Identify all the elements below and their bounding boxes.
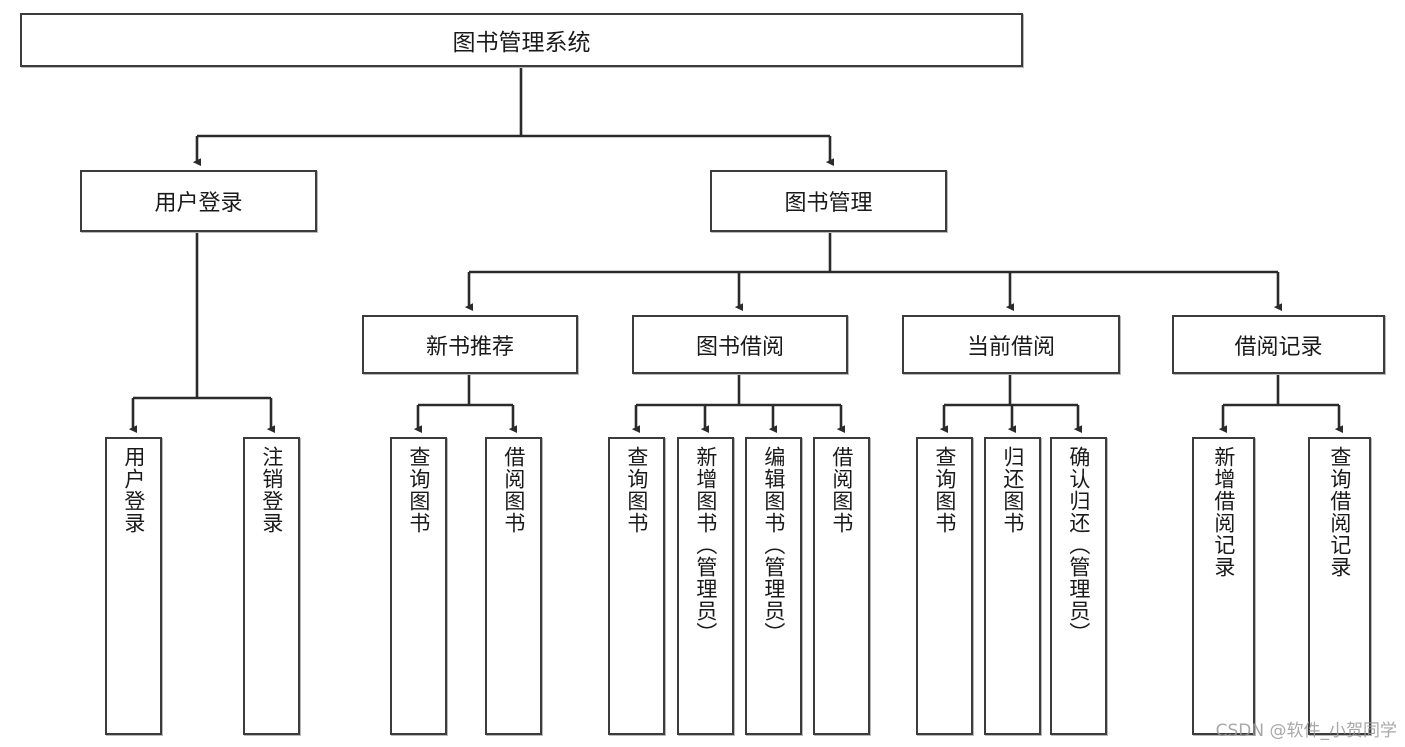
- leaf-label: 归还图书: [1000, 446, 1025, 534]
- leaf-edit-book-admin[interactable]: 编辑图书（管理员）: [745, 437, 802, 735]
- leaf-query-borrow-record[interactable]: 查询借阅记录: [1308, 437, 1371, 735]
- leaf-add-book-admin[interactable]: 新增图书（管理员）: [677, 437, 734, 735]
- leaf-label: 查询借阅记录: [1327, 446, 1352, 578]
- leaf-borrow-book-recommend[interactable]: 借阅图书: [485, 437, 542, 735]
- leaf-user-login[interactable]: 用户登录: [105, 437, 162, 735]
- node-borrow-record[interactable]: 借阅记录: [1172, 315, 1385, 374]
- watermark-text: CSDN @软件_小贺同学: [1215, 721, 1397, 741]
- node-book-borrow[interactable]: 图书借阅: [632, 315, 848, 374]
- node-book-management[interactable]: 图书管理: [710, 170, 947, 232]
- leaf-label: 查询图书: [406, 446, 431, 534]
- leaf-return-book[interactable]: 归还图书: [984, 437, 1041, 735]
- leaf-label: 编辑图书（管理员）: [761, 446, 786, 644]
- leaf-query-book-borrow[interactable]: 查询图书: [608, 437, 665, 735]
- leaf-label: 用户登录: [121, 446, 146, 534]
- leaf-label: 新增借阅记录: [1211, 446, 1236, 578]
- leaf-borrow-book[interactable]: 借阅图书: [813, 437, 870, 735]
- leaf-label: 确认归还（管理员）: [1066, 446, 1091, 644]
- leaf-query-book-current[interactable]: 查询图书: [916, 437, 973, 735]
- leaf-label: 新增图书（管理员）: [693, 446, 718, 644]
- leaf-label: 注销登录: [259, 446, 284, 534]
- node-new-book-recommend[interactable]: 新书推荐: [362, 315, 578, 374]
- node-root-system[interactable]: 图书管理系统: [20, 13, 1023, 67]
- leaf-label: 借阅图书: [829, 446, 854, 534]
- leaf-label: 查询图书: [932, 446, 957, 534]
- leaf-label: 查询图书: [624, 446, 649, 534]
- leaf-logout[interactable]: 注销登录: [243, 437, 300, 735]
- node-user-login[interactable]: 用户登录: [80, 170, 317, 232]
- leaf-label: 借阅图书: [501, 446, 526, 534]
- node-current-borrow[interactable]: 当前借阅: [902, 315, 1120, 374]
- leaf-add-borrow-record[interactable]: 新增借阅记录: [1192, 437, 1255, 735]
- leaf-query-book-recommend[interactable]: 查询图书: [390, 437, 447, 735]
- leaf-confirm-return-admin[interactable]: 确认归还（管理员）: [1050, 437, 1107, 735]
